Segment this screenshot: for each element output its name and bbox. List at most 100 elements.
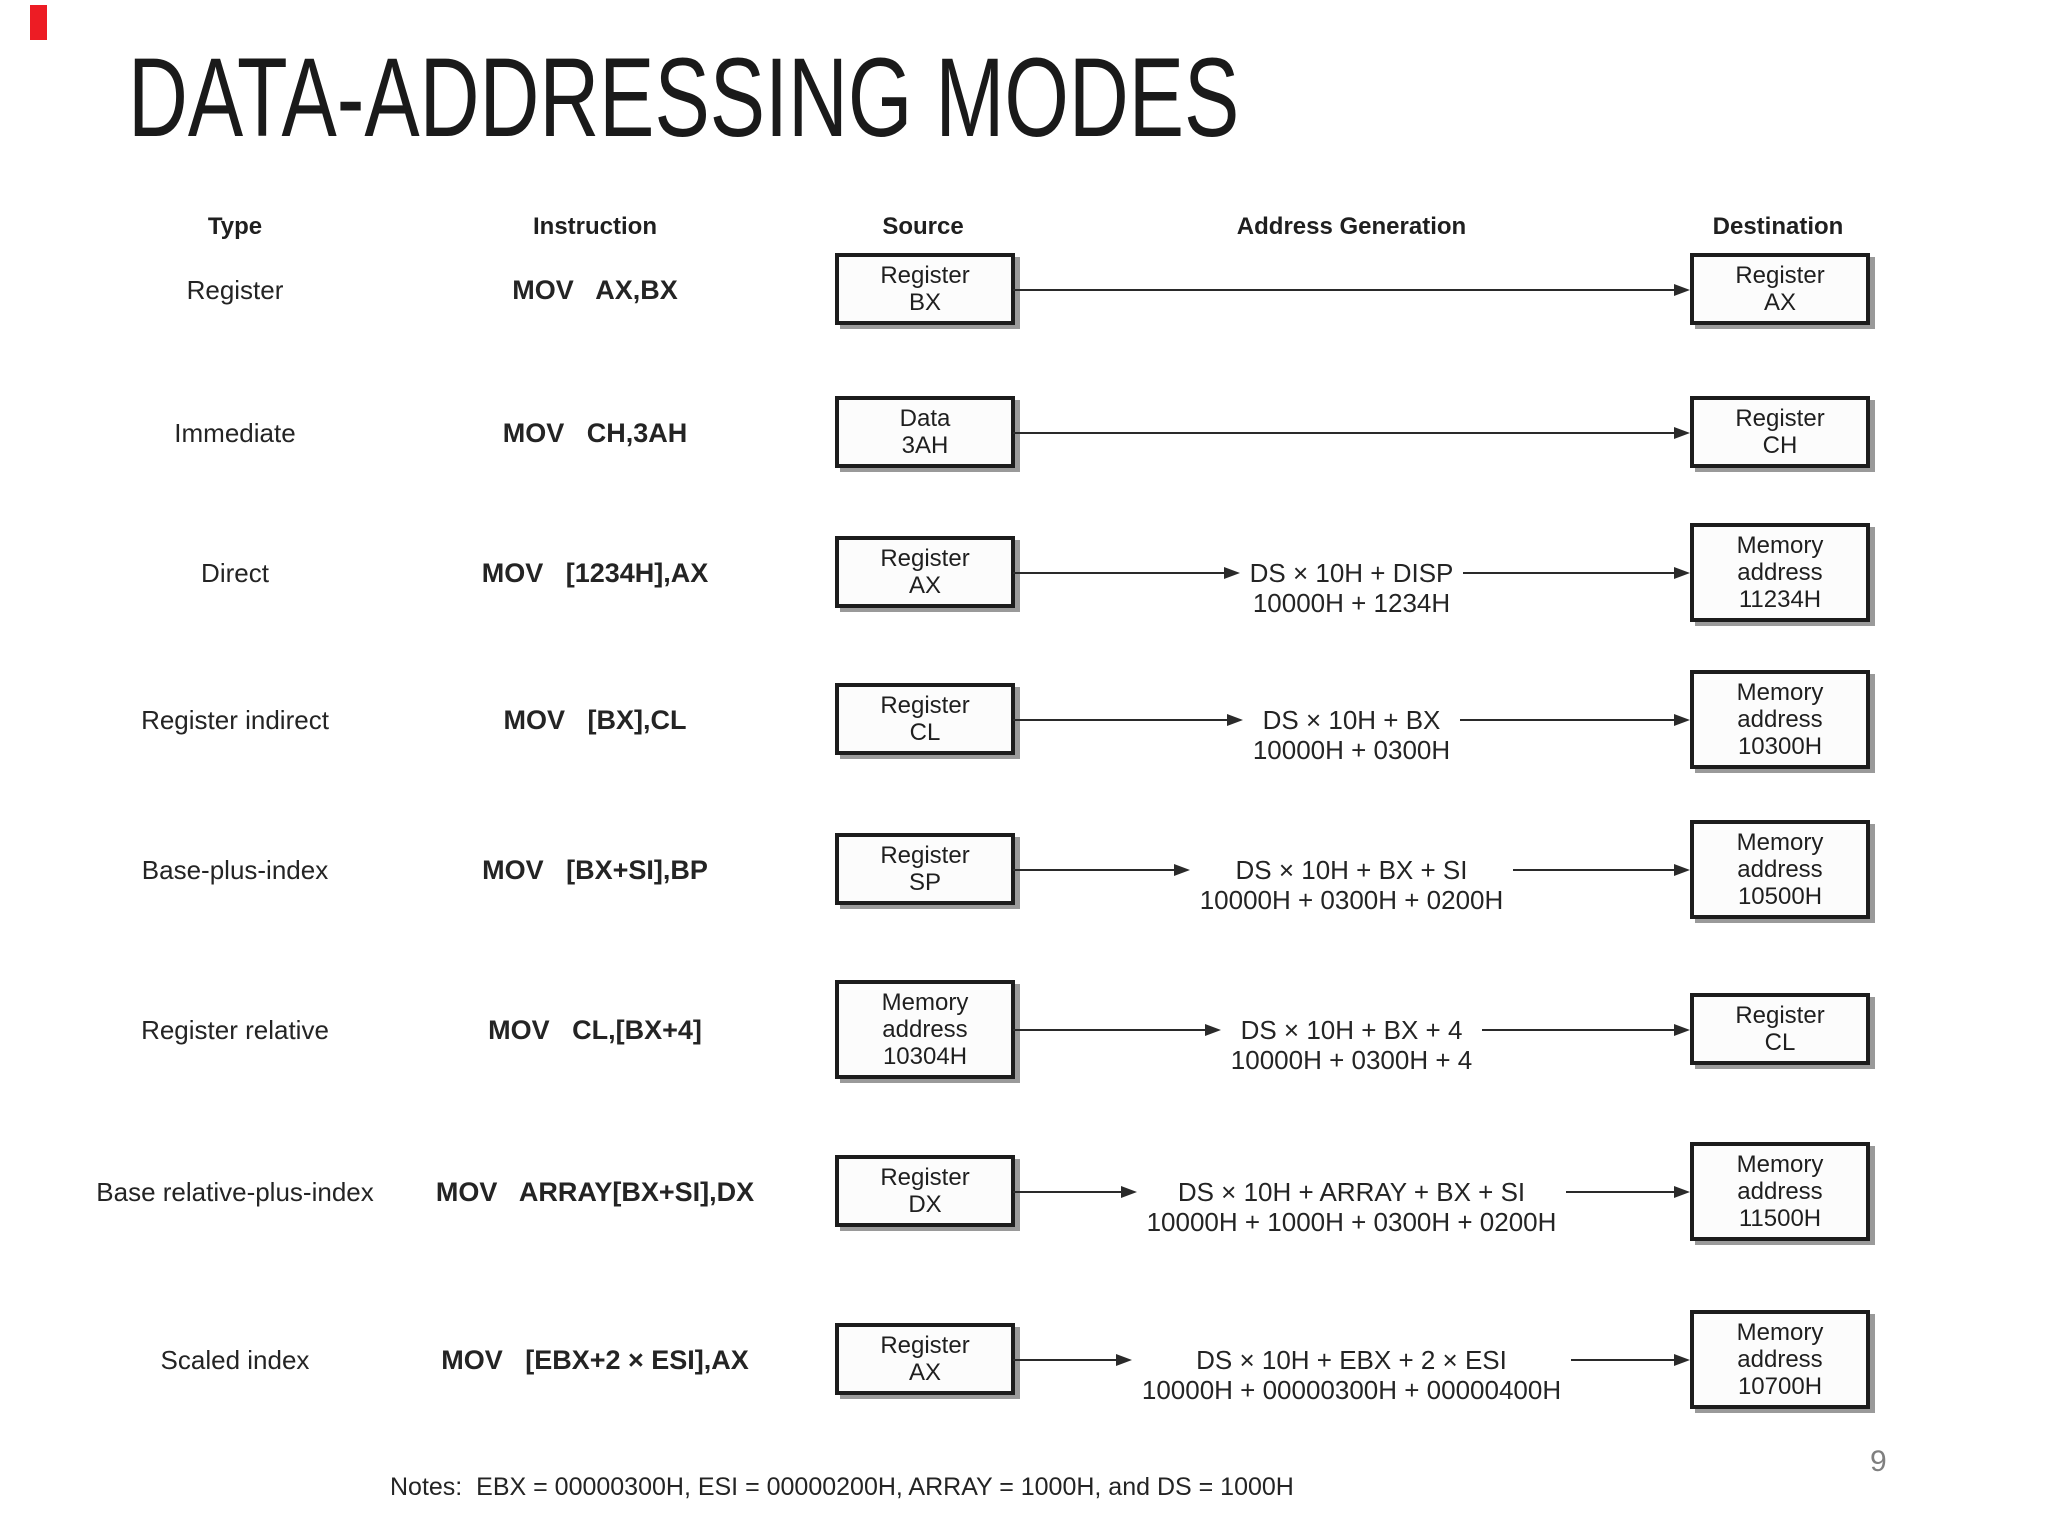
arrow-flow: DS × 10H + BX + SI 10000H + 0300H + 0200…	[1013, 855, 1691, 915]
box-line: CH	[1762, 432, 1798, 459]
box-line: Memory	[1736, 829, 1824, 856]
box-line: 10500H	[1737, 883, 1823, 910]
box-line: Register	[1735, 405, 1825, 432]
arrow-flow	[1013, 418, 1690, 448]
connector-line	[1463, 572, 1675, 574]
arrow-flow: DS × 10H + DISP 10000H + 1234H	[1013, 558, 1691, 618]
notes-line: Notes: EBX = 00000300H, ESI = 00000200H,…	[390, 1473, 1294, 1501]
connector-line	[1013, 719, 1227, 721]
connector-line	[1013, 572, 1224, 574]
box-line: address	[1737, 856, 1823, 883]
box-line: DX	[908, 1191, 942, 1218]
box-line: Memory	[1736, 1319, 1824, 1346]
connector-line	[1013, 1359, 1116, 1361]
address-formula: DS × 10H + DISP	[1249, 558, 1454, 588]
box-line: Memory	[1736, 1151, 1824, 1178]
column-header-type: Type	[207, 213, 263, 240]
arrow-flow: DS × 10H + BX + 4 10000H + 0300H + 4	[1013, 1015, 1691, 1075]
destination-box: Register AX	[1690, 253, 1870, 325]
box-line: Register	[880, 692, 970, 719]
arrowhead-icon	[1173, 864, 1190, 876]
source-box: Register CL	[835, 683, 1015, 755]
box-line: CL	[909, 719, 941, 746]
source-box: Data 3AH	[835, 396, 1015, 468]
row-type-label: Register	[186, 275, 284, 305]
box-line: SP	[908, 869, 941, 896]
address-formula: DS × 10H + BX + SI	[1235, 855, 1468, 885]
box-line: Memory	[881, 989, 969, 1016]
row-type-label: Scaled index	[160, 1345, 310, 1375]
row-instruction: MOV ARRAY[BX+SI],DX	[435, 1177, 755, 1207]
box-line: address	[1737, 559, 1823, 586]
box-line: CL	[1764, 1029, 1796, 1056]
arrow-flow: DS × 10H + ARRAY + BX + SI 10000H + 1000…	[1013, 1177, 1691, 1237]
address-generation: DS × 10H + DISP 10000H + 1234H	[1240, 558, 1464, 618]
connector-line	[1013, 1029, 1205, 1031]
arrowhead-icon	[1674, 714, 1691, 726]
destination-box: Memory address 10700H	[1690, 1310, 1870, 1409]
destination-box: Memory address 11500H	[1690, 1142, 1870, 1241]
source-box: Register SP	[835, 833, 1015, 905]
row-type-label: Base-plus-index	[141, 855, 329, 885]
address-values: 10000H + 1234H	[1252, 588, 1451, 618]
box-line: Register	[880, 842, 970, 869]
address-values: 10000H + 1000H + 0300H + 0200H	[1146, 1207, 1557, 1237]
row-instruction: MOV AX,BX	[512, 275, 678, 305]
row-type-label: Base relative-plus-index	[96, 1177, 374, 1207]
box-line: 10300H	[1737, 733, 1823, 760]
destination-box: Memory address 10300H	[1690, 670, 1870, 769]
arrowhead-icon	[1226, 714, 1243, 726]
arrowhead-icon	[1120, 1186, 1137, 1198]
address-generation: DS × 10H + EBX + 2 × ESI 10000H + 000003…	[1132, 1345, 1571, 1405]
arrowhead-icon	[1115, 1354, 1132, 1366]
row-instruction: MOV [1234H],AX	[481, 558, 709, 588]
row-type-label: Immediate	[174, 418, 296, 448]
arrowhead-icon	[1674, 567, 1691, 579]
box-line: 11234H	[1738, 586, 1822, 613]
box-line: BX	[908, 289, 941, 316]
connector-line	[1460, 719, 1675, 721]
arrowhead-icon	[1204, 1024, 1221, 1036]
box-line: Register	[1735, 262, 1825, 289]
address-formula: DS × 10H + EBX + 2 × ESI	[1196, 1345, 1507, 1375]
column-header-destination: Destination	[1712, 213, 1844, 240]
box-line: Memory	[1736, 532, 1824, 559]
box-line: 3AH	[901, 432, 949, 459]
arrow-flow	[1013, 275, 1690, 305]
arrow-flow: DS × 10H + EBX + 2 × ESI 10000H + 000003…	[1013, 1345, 1690, 1405]
address-generation: DS × 10H + BX + SI 10000H + 0300H + 0200…	[1190, 855, 1514, 915]
box-line: address	[1737, 1178, 1823, 1205]
row-instruction: MOV CL,[BX+4]	[488, 1015, 702, 1045]
box-line: Register	[880, 262, 970, 289]
box-line: Register	[880, 1332, 970, 1359]
source-box: Register AX	[835, 536, 1015, 608]
box-line: Register	[880, 1164, 970, 1191]
row-instruction: MOV CH,3AH	[502, 418, 688, 448]
source-box: Memory address 10304H	[835, 980, 1015, 1079]
destination-box: Memory address 10500H	[1690, 820, 1870, 919]
destination-box: Memory address 11234H	[1690, 523, 1870, 622]
connector-line	[1013, 432, 1674, 434]
address-formula: DS × 10H + ARRAY + BX + SI	[1177, 1177, 1526, 1207]
address-formula: DS × 10H + BX	[1262, 705, 1441, 735]
row-type-label: Register relative	[141, 1015, 329, 1045]
box-line: address	[1737, 706, 1823, 733]
address-values: 10000H + 0300H	[1252, 735, 1451, 765]
row-type-label: Register indirect	[141, 705, 329, 735]
source-box: Register AX	[835, 1323, 1015, 1395]
box-line: AX	[1763, 289, 1796, 316]
box-line: AX	[908, 572, 941, 599]
row-instruction: MOV [EBX+2 × ESI],AX	[441, 1345, 749, 1375]
address-generation: DS × 10H + ARRAY + BX + SI 10000H + 1000…	[1137, 1177, 1567, 1237]
arrowhead-icon	[1674, 1024, 1691, 1036]
box-line: Register	[1735, 1002, 1825, 1029]
box-line: AX	[908, 1359, 941, 1386]
destination-box: Register CL	[1690, 993, 1870, 1065]
source-box: Register DX	[835, 1155, 1015, 1227]
column-header-source: Source	[882, 213, 964, 240]
column-header-instruction: Instruction	[533, 213, 657, 240]
arrowhead-icon	[1674, 1186, 1691, 1198]
box-line: Data	[899, 405, 951, 432]
slide-accent-bar	[30, 5, 47, 40]
